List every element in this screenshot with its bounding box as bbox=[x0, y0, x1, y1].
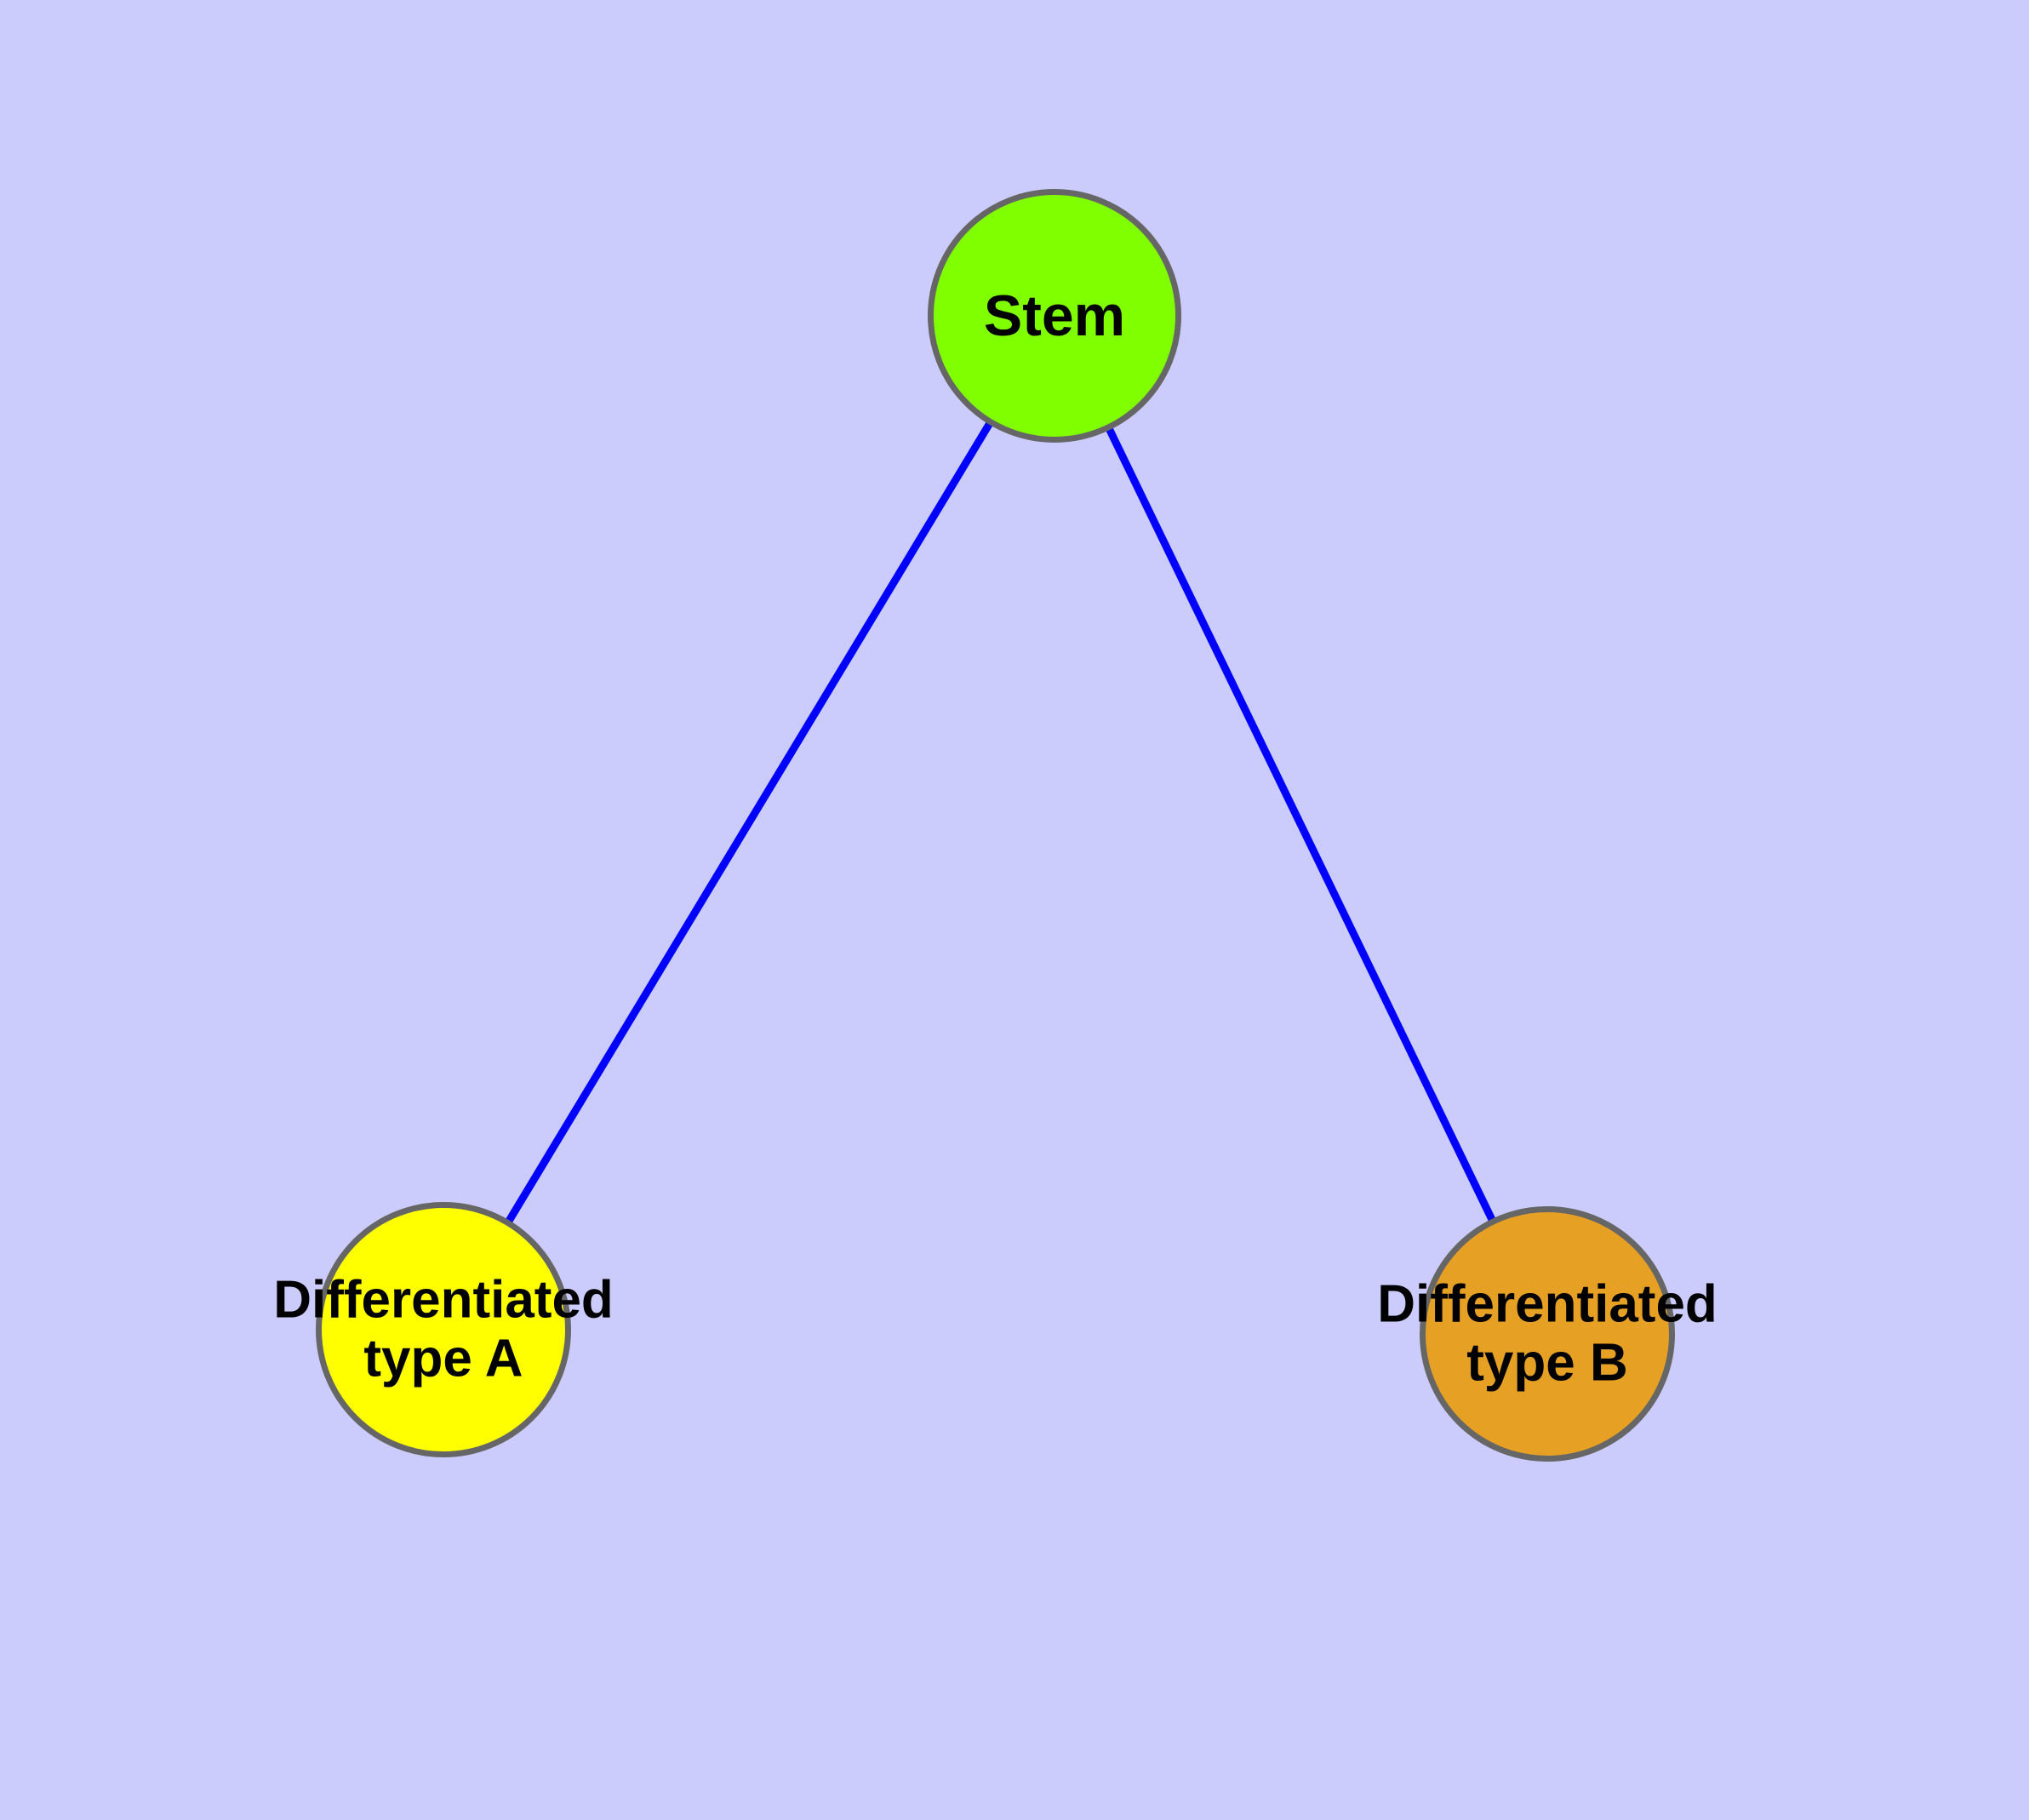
nodes-layer bbox=[316, 189, 1675, 1462]
node-diff_b[interactable] bbox=[1420, 1206, 1675, 1462]
edge-stem-diff-a[interactable] bbox=[504, 419, 994, 1226]
edge-stem-diff-b[interactable] bbox=[1105, 425, 1497, 1224]
node-diff_a[interactable] bbox=[316, 1202, 571, 1457]
node-stem[interactable] bbox=[928, 189, 1181, 443]
edges-layer bbox=[504, 419, 1497, 1226]
